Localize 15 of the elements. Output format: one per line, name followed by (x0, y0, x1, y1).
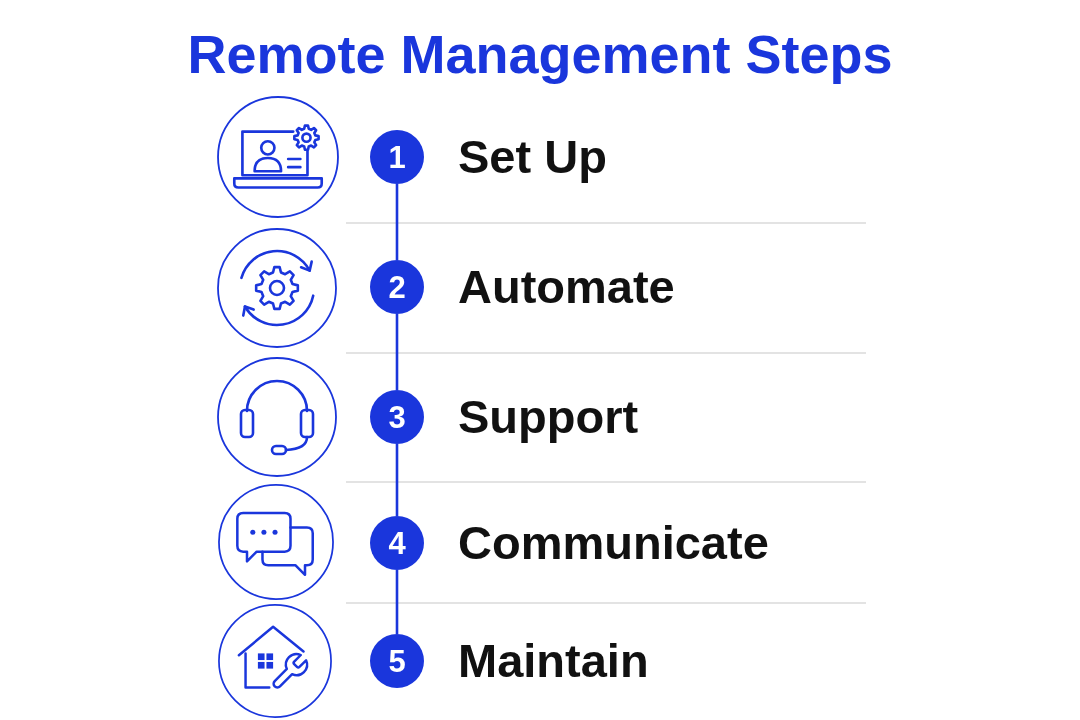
step-label: Support (458, 390, 639, 444)
step-label: Maintain (458, 634, 649, 688)
step-number: 4 (388, 527, 406, 559)
connector-line (395, 444, 399, 516)
step-label: Automate (458, 260, 675, 314)
connector-line (395, 314, 399, 390)
step-label: Set Up (458, 130, 607, 184)
step-number: 1 (388, 141, 406, 173)
step-label: Communicate (458, 516, 769, 570)
step-number: 5 (388, 645, 406, 677)
step-number: 2 (388, 271, 406, 303)
diagram-title: Remote Management Steps (187, 23, 893, 86)
connector-line (395, 184, 399, 260)
step-number: 3 (388, 401, 406, 433)
connector-line (395, 570, 399, 634)
